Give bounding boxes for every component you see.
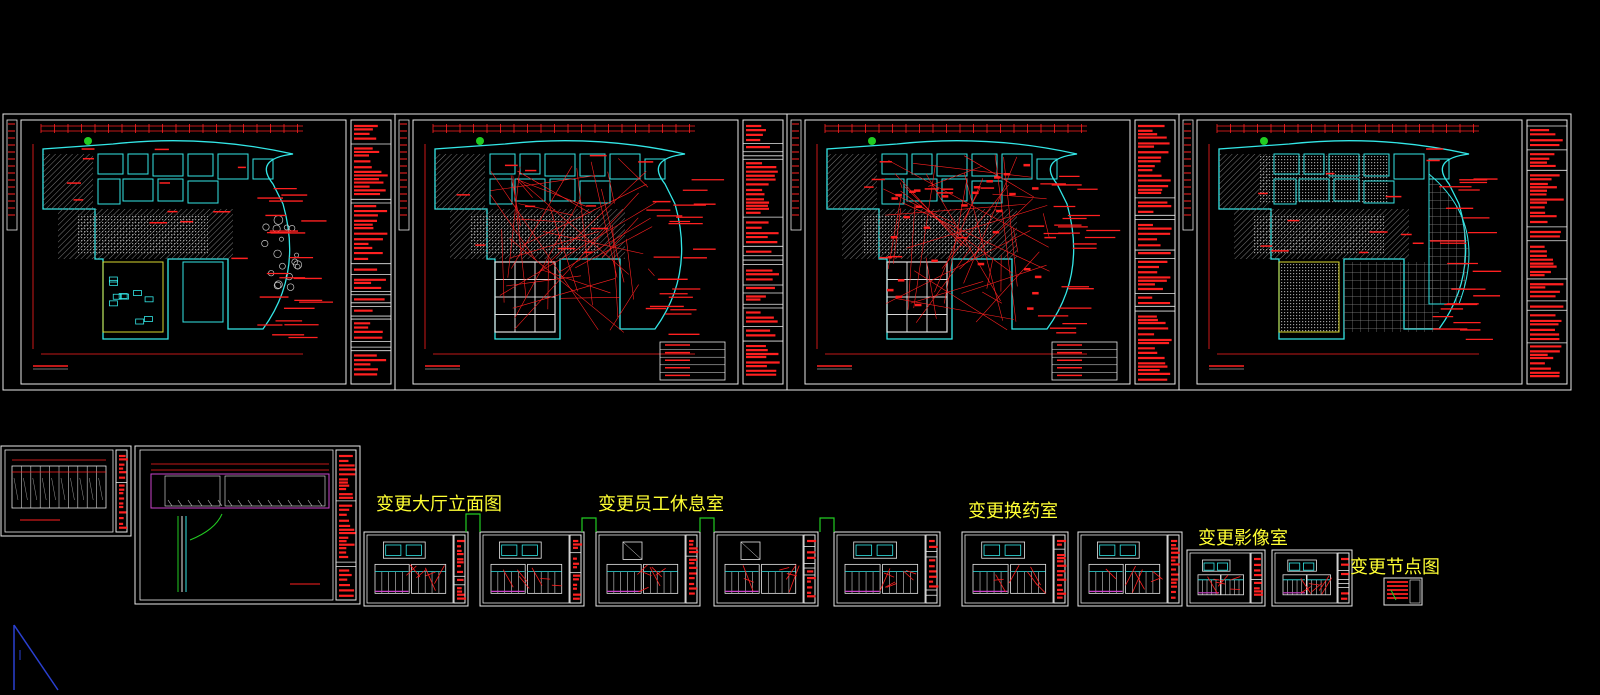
elevation-sheet-1[interactable] (363, 531, 469, 607)
ucs-axis-icon (13, 624, 59, 691)
elevation-sheet-8[interactable] (1186, 549, 1266, 607)
elevation-sheet-6[interactable] (961, 531, 1069, 607)
connector-bracket-4 (819, 517, 835, 532)
elevation-sheet-corridor[interactable] (0, 445, 132, 537)
label-staff-lounge: 变更员工休息室 (598, 494, 724, 515)
label-imaging-room: 变更影像室 (1198, 528, 1288, 549)
elevation-sheet-3[interactable] (595, 531, 701, 607)
floor-plan-sheet-4[interactable] (1178, 113, 1572, 391)
elevation-sheet-5[interactable] (833, 531, 941, 607)
connector-bracket-1 (465, 513, 481, 532)
elevation-sheet-2[interactable] (479, 531, 585, 607)
label-dressing-room: 变更换药室 (968, 501, 1058, 522)
detail-sheet[interactable] (1383, 577, 1423, 606)
elevation-sheet-7[interactable] (1077, 531, 1183, 607)
elevation-sheet-4[interactable] (713, 531, 819, 607)
elevation-sheet-9[interactable] (1271, 549, 1353, 607)
connector-bracket-2 (581, 517, 597, 532)
label-lobby-elevation: 变更大厅立面图 (376, 494, 502, 515)
label-detail-drawing: 变更节点图 (1350, 557, 1440, 578)
elevation-sheet-wall-detail[interactable] (134, 445, 361, 605)
connector-bracket-3 (699, 517, 715, 532)
floor-plan-sheet-1[interactable] (2, 113, 396, 391)
floor-plan-sheet-2[interactable] (394, 113, 788, 391)
floor-plan-sheet-3[interactable] (786, 113, 1180, 391)
